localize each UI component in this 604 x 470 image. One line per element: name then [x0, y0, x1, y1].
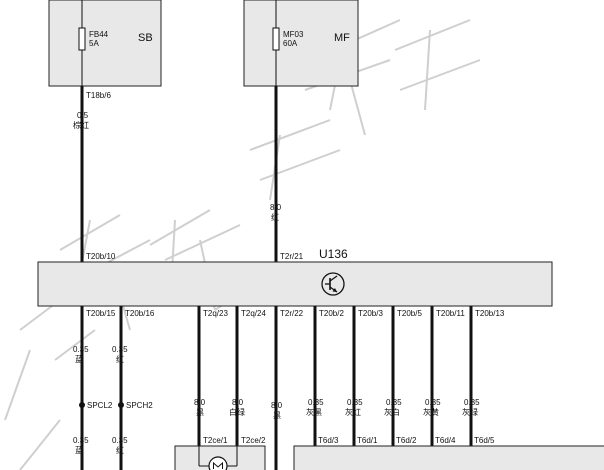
connector-box-t6d-rect — [293, 445, 604, 470]
wire-color-label: 黑 — [196, 408, 204, 417]
transistor-icon — [321, 272, 345, 296]
wire-top-2: 8.0 红 T2r/21 — [270, 86, 304, 262]
pin-bottom-label: T6d/2 — [396, 436, 417, 445]
wire-size-label: 0.35 — [347, 398, 363, 407]
pin-bottom-label: T2r/21 — [280, 252, 304, 261]
wire-color-label-2: 红 — [116, 445, 124, 455]
wire-size-label: 8.0 — [271, 401, 283, 410]
wire-size-label: 0.35 — [112, 345, 128, 354]
wire-bottom-10: T20b/13 0.35 灰绿 T6d/5 — [462, 306, 505, 446]
wire-color-label: 红 — [116, 354, 124, 364]
fuse-box-mf-label: MF — [334, 32, 350, 44]
fuse-box-mf: MF03 60A MF — [243, 0, 359, 87]
pin-top-label: T18b/6 — [86, 91, 111, 100]
wire-size-label: 8.0 — [232, 398, 244, 407]
wire-color-label: 灰白 — [384, 407, 400, 417]
pin-bottom-label: T2ce/2 — [241, 436, 266, 445]
fuse-mf-icon — [272, 27, 280, 51]
motor-box — [174, 445, 266, 470]
fuse-box-sb: FB44 5A SB — [48, 0, 162, 87]
wire-color-label-2: 蓝 — [75, 445, 83, 455]
wire-size-label: 8.0 — [270, 203, 282, 212]
wire-size-label: 0.35 — [425, 398, 441, 407]
wire-bottom-6: T20b/2 0.35 灰黑 T6d/3 — [306, 306, 344, 446]
wire-color-label: 灰红 — [345, 407, 361, 417]
pin-top-label: T20b/16 — [125, 309, 155, 318]
splice-icon — [118, 402, 124, 408]
wire-size-label: 0.35 — [73, 345, 89, 354]
connector-box-t6d — [293, 445, 604, 470]
fuse-sb-icon — [78, 27, 86, 51]
splice-icon — [79, 402, 85, 408]
wire-size-label: 8.0 — [194, 398, 206, 407]
pin-top-label: T20b/3 — [358, 309, 383, 318]
wire-color-label: 蓝 — [75, 354, 83, 364]
wire-bottom-2: T20b/16 0.35 红 SPCH2 0.35 红 — [112, 306, 155, 470]
wire-size-label: 0.35 — [386, 398, 402, 407]
wire-bottom-9: T20b/11 0.35 灰黄 T6d/4 — [423, 306, 465, 446]
wire-color-label: 棕红 — [73, 120, 89, 130]
wire-size-label: 0.5 — [77, 111, 89, 120]
wire-size-label: 0.35 — [464, 398, 480, 407]
wire-size-label-2: 0.35 — [73, 436, 89, 445]
fuse-mf-rating: 60A — [283, 39, 298, 48]
wire-color-label: 黑 — [273, 411, 281, 420]
pin-top-label: T20b/5 — [397, 309, 422, 318]
wire-bottom-1: T20b/15 0.35 蓝 SPCL2 0.35 蓝 — [73, 306, 116, 470]
wire-top-1: T18b/6 0.5 棕红 T20b/10 — [73, 86, 116, 262]
pin-top-label: T2q/24 — [241, 309, 266, 318]
pin-bottom-label: T6d/4 — [435, 436, 456, 445]
wire-color-label: 灰绿 — [462, 407, 478, 417]
pin-top-label: T20b/11 — [436, 309, 465, 318]
wire-size-label: 0.35 — [308, 398, 324, 407]
pin-top-label: T20b/15 — [86, 309, 116, 318]
fuse-box-sb-rect — [48, 0, 162, 87]
pin-top-label: T2r/22 — [280, 309, 304, 318]
module-u136-rect — [37, 261, 553, 307]
pin-bottom-label: T6d/3 — [318, 436, 339, 445]
module-u136-label: U136 — [319, 247, 348, 261]
motor-icon — [198, 446, 238, 470]
fuse-sb-id: FB44 — [89, 30, 109, 39]
fuse-mf-id: MF03 — [283, 30, 304, 39]
pin-top-label: T20b/2 — [319, 309, 344, 318]
splice-label: SPCL2 — [87, 401, 113, 410]
wire-bottom-5: T2r/22 8.0 黑 — [271, 306, 304, 470]
fuse-sb-rating: 5A — [89, 39, 99, 48]
pin-bottom-label: T2ce/1 — [203, 436, 228, 445]
fuse-box-mf-rect — [243, 0, 359, 87]
wire-bottom-4: T2q/24 8.0 白绿 T2ce/2 — [229, 306, 266, 446]
module-u136: U136 — [37, 247, 553, 307]
pin-bottom-label: T6d/5 — [474, 436, 495, 445]
fuse-box-sb-label: SB — [138, 32, 153, 44]
wire-color-label: 白绿 — [229, 407, 245, 417]
wire-size-label-2: 0.35 — [112, 436, 128, 445]
wire-bottom-3: T2q/23 8.0 黑 T2ce/1 — [194, 306, 228, 446]
pin-top-label: T2q/23 — [203, 309, 228, 318]
wire-bottom-7: T20b/3 0.35 灰红 T6d/1 — [345, 306, 383, 446]
pin-bottom-label: T20b/10 — [86, 252, 116, 261]
wire-color-label: 灰黄 — [423, 407, 439, 417]
pin-top-label: T20b/13 — [475, 309, 505, 318]
wire-color-label: 红 — [271, 212, 279, 222]
pin-bottom-label: T6d/1 — [357, 436, 378, 445]
wire-color-label: 灰黑 — [306, 407, 322, 417]
wire-bottom-8: T20b/5 0.35 灰白 T6d/2 — [384, 306, 422, 446]
splice-label: SPCH2 — [126, 401, 153, 410]
